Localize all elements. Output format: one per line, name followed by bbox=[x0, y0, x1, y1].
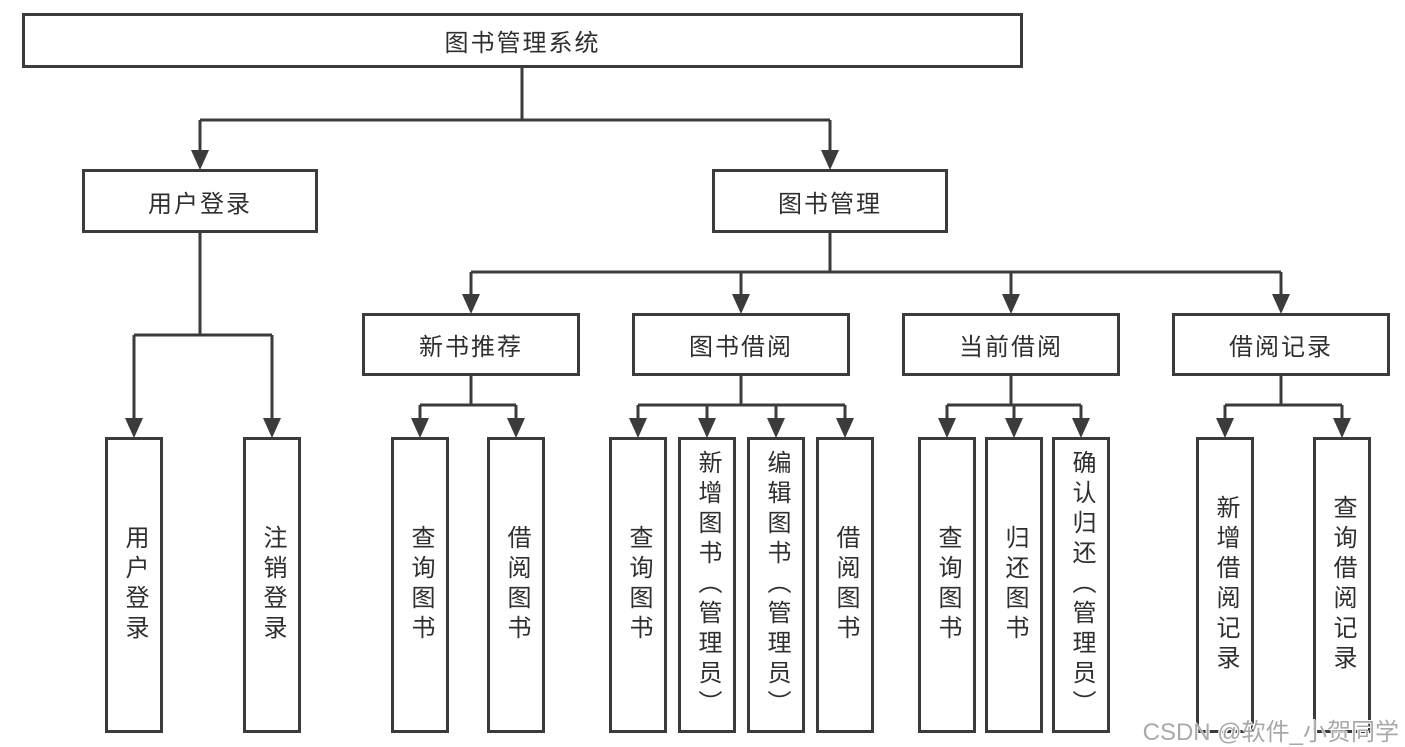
node-book-mgmt: 图书管理 bbox=[712, 169, 948, 233]
node-current-borrow: 当前借阅 bbox=[902, 313, 1120, 376]
node-leaf-confirm-return: 确认归还（管理员） bbox=[1052, 437, 1110, 733]
node-leaf-return-book-label: 归还图书 bbox=[1001, 525, 1028, 645]
node-leaf-borrow-book-2: 借阅图书 bbox=[816, 437, 874, 733]
node-leaf-query-record: 查询借阅记录 bbox=[1313, 437, 1371, 733]
watermark: CSDN @软件_小贺同学 bbox=[1142, 719, 1399, 746]
node-leaf-query-book-2: 查询图书 bbox=[609, 437, 667, 733]
node-leaf-query-book-1-label: 查询图书 bbox=[407, 525, 434, 645]
node-leaf-query-book-2-label: 查询图书 bbox=[625, 525, 652, 645]
node-leaf-query-book-3-label: 查询图书 bbox=[934, 525, 961, 645]
node-leaf-add-record: 新增借阅记录 bbox=[1196, 437, 1254, 733]
node-root-label: 图书管理系统 bbox=[444, 30, 601, 57]
node-leaf-add-record-label: 新增借阅记录 bbox=[1212, 495, 1239, 675]
node-leaf-user-login-label: 用户登录 bbox=[121, 525, 148, 645]
node-leaf-logout-label: 注销登录 bbox=[259, 525, 286, 645]
node-new-book-rec: 新书推荐 bbox=[362, 313, 580, 376]
node-leaf-add-book: 新增图书（管理员） bbox=[678, 437, 736, 733]
node-new-book-rec-label: 新书推荐 bbox=[419, 334, 523, 361]
node-leaf-borrow-book-1: 借阅图书 bbox=[487, 437, 545, 733]
node-leaf-add-book-label: 新增图书（管理员） bbox=[694, 450, 721, 720]
node-borrow-records: 借阅记录 bbox=[1172, 313, 1390, 376]
node-leaf-edit-book-label: 编辑图书（管理员） bbox=[763, 450, 790, 720]
node-leaf-query-record-label: 查询借阅记录 bbox=[1329, 495, 1356, 675]
node-leaf-confirm-return-label: 确认归还（管理员） bbox=[1068, 450, 1095, 720]
node-leaf-edit-book: 编辑图书（管理员） bbox=[747, 437, 805, 733]
node-leaf-return-book: 归还图书 bbox=[985, 437, 1043, 733]
node-leaf-logout: 注销登录 bbox=[243, 437, 301, 733]
node-user-login-label: 用户登录 bbox=[148, 190, 252, 218]
node-borrow-records-label: 借阅记录 bbox=[1229, 334, 1333, 361]
node-leaf-borrow-book-2-label: 借阅图书 bbox=[832, 525, 859, 645]
node-root: 图书管理系统 bbox=[22, 13, 1023, 68]
node-leaf-query-book-1: 查询图书 bbox=[391, 437, 449, 733]
node-user-login: 用户登录 bbox=[82, 169, 318, 233]
node-leaf-user-login: 用户登录 bbox=[105, 437, 163, 733]
node-leaf-query-book-3: 查询图书 bbox=[918, 437, 976, 733]
node-book-borrow: 图书借阅 bbox=[632, 313, 850, 376]
node-leaf-borrow-book-1-label: 借阅图书 bbox=[503, 525, 530, 645]
node-book-mgmt-label: 图书管理 bbox=[778, 190, 882, 218]
node-book-borrow-label: 图书借阅 bbox=[689, 334, 793, 361]
node-current-borrow-label: 当前借阅 bbox=[959, 334, 1063, 361]
